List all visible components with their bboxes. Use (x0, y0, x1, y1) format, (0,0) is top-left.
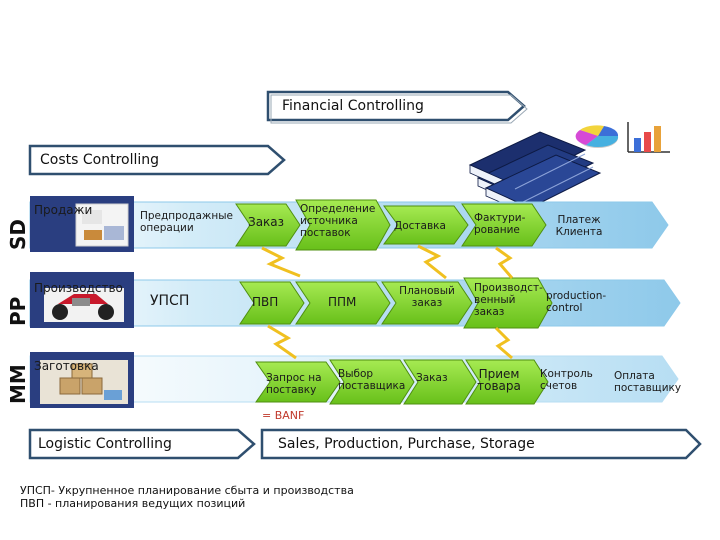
spark-pvp-to-requisition (267, 324, 297, 360)
step-planned-order: Плановый заказ (399, 285, 455, 309)
chevron-pp-ppm (295, 281, 391, 325)
flow-connectors (261, 244, 514, 360)
row-label-production: Производство (34, 281, 123, 295)
process-steps (235, 199, 553, 405)
step-source-determination: Определение источника поставок (300, 203, 376, 239)
chevron-sd-order (235, 203, 301, 247)
module-sd: SD (6, 218, 30, 250)
footnote-upsp: УПСП- Укрупненное планирование сбыта и п… (20, 484, 354, 497)
chevron-sd-source (295, 199, 391, 251)
step-pvp: ПВП (252, 295, 279, 309)
chevron-pp-production-order (463, 277, 553, 329)
row-label-procurement: Заготовка (34, 359, 99, 373)
chevron-sd-delivery (383, 205, 469, 245)
sales-production-label: Sales, Production, Purchase, Storage (278, 436, 535, 452)
spark-order-to-pvp (261, 246, 301, 278)
row-label-sales: Продажи (34, 203, 93, 217)
step-purchase-order: Заказ (416, 372, 448, 384)
step-purchase-requisition: Запрос на поставку (266, 372, 322, 396)
step-upsp: УПСП (150, 293, 190, 309)
sales-production-banner (260, 428, 702, 460)
spark-invoice-to-production (495, 246, 514, 279)
step-vendor-selection: Выбор поставщика (338, 368, 406, 392)
chevron-mm-goods-receipt (465, 359, 549, 405)
chevron-mm-vendor (329, 359, 415, 405)
step-goods-receipt: Прием товара (477, 367, 521, 393)
motorcycle-icon (30, 272, 134, 328)
chevron-pp-pvp (239, 281, 305, 325)
module-mm: MM (6, 364, 30, 404)
sales-photo-icon (30, 196, 134, 252)
spark-production-to-receipt (494, 326, 513, 360)
step-order: Заказ (248, 215, 285, 229)
logistic-controlling-label: Logistic Controlling (38, 436, 172, 452)
financial-controlling-label: Financial Controlling (282, 98, 424, 114)
costs-controlling-label: Costs Controlling (40, 152, 160, 168)
pie-chart-icon (575, 125, 619, 148)
chevron-pp-planned-order (381, 281, 473, 325)
step-delivery: Доставка (394, 220, 446, 232)
chevron-mm-requisition (255, 361, 341, 403)
step-vendor-payment: Оплата поставщику (614, 370, 682, 394)
step-production-order: Производст-венный заказ (474, 282, 543, 318)
financial-controlling-banner (266, 90, 528, 124)
step-customer-payment: Платеж Клиента (555, 214, 603, 238)
costs-controlling-banner (28, 144, 286, 176)
chevron-mm-order (403, 359, 477, 405)
step-presales: Предпродажные операции (140, 210, 234, 234)
module-pp: PP (6, 296, 30, 326)
spark-delivery-to-planned (417, 244, 447, 280)
warehouse-boxes-icon (30, 352, 134, 408)
step-invoicing: Фактури-рование (474, 212, 526, 236)
step-invoice-control: Контроль счетов (540, 368, 593, 392)
step-ppm: ППМ (328, 295, 357, 309)
bar-chart-icon (627, 122, 670, 153)
footnote-pvp: ПВП - планирования ведущих позиций (20, 497, 246, 510)
step-production-control: production-control (546, 290, 607, 314)
logistic-controlling-banner (28, 428, 256, 460)
chevron-sd-invoicing (461, 203, 547, 247)
banf-note: = BANF (262, 409, 305, 422)
